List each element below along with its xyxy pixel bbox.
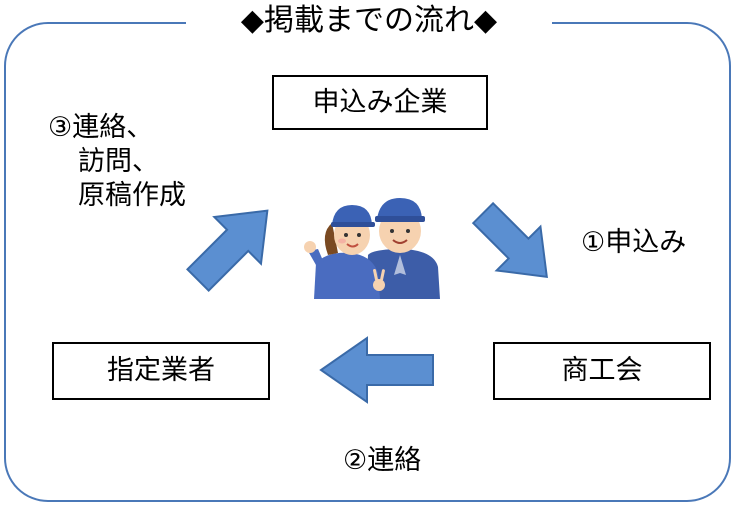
step-line-2: 訪問、 [78, 146, 159, 177]
arrow-contact [319, 336, 434, 404]
step-apply-label: ①申込み [581, 227, 687, 258]
node-chamber: 商工会 [493, 342, 711, 400]
arrow-contact-visit [186, 209, 269, 292]
workers-illustration [304, 198, 440, 299]
diagram-title: ◆掲載までの流れ◆ [186, 0, 552, 42]
step-line-1: ③連絡、 [48, 112, 154, 143]
arrow-apply [471, 201, 548, 278]
step-line-3: 原稿作成 [78, 180, 186, 211]
step-contact-visit-label: ③連絡、 訪問、 原稿作成 [48, 111, 186, 213]
node-applicant: 申込み企業 [272, 75, 488, 130]
step-contact-label: ②連絡 [343, 445, 422, 476]
node-vendor: 指定業者 [52, 342, 270, 400]
